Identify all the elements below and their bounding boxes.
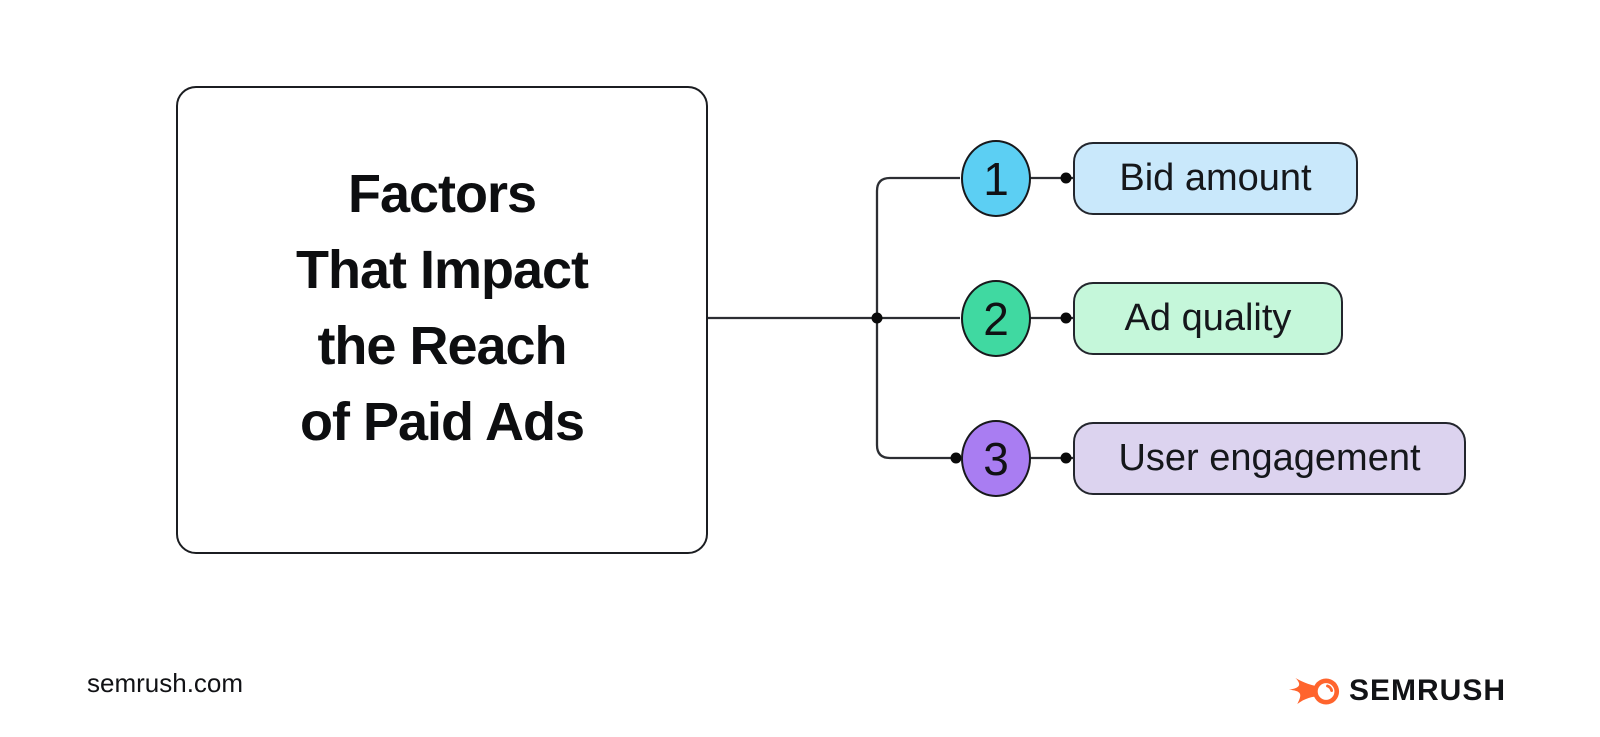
factor-label: User engagement xyxy=(1118,437,1421,479)
factor-label: Bid amount xyxy=(1119,157,1312,199)
diagram-title: Factors That Impact the Reach of Paid Ad… xyxy=(295,156,589,460)
junction-dot xyxy=(1060,312,1072,324)
title-line: Factors xyxy=(347,164,537,224)
semrush-flame-icon xyxy=(1288,677,1340,704)
title-line: of Paid Ads xyxy=(299,392,585,452)
step-circle-bid-amount: 1 xyxy=(961,140,1031,217)
junction-dot xyxy=(950,452,962,464)
step-circle-user-engagement: 3 xyxy=(961,420,1031,497)
flame-head-highlight xyxy=(1326,684,1334,692)
flame-tail-shape xyxy=(1288,677,1322,704)
site-url: semrush.com xyxy=(87,668,244,698)
factor-box-bid-amount: Bid amount xyxy=(1073,142,1358,215)
junction-dot xyxy=(1060,172,1072,184)
title-card: Factors That Impact the Reach of Paid Ad… xyxy=(176,86,708,554)
step-circle-ad-quality: 2 xyxy=(961,280,1031,357)
circle-to-box-connector-paths xyxy=(1030,176,1073,460)
title-line: the Reach xyxy=(317,316,567,376)
factor-box-ad-quality: Ad quality xyxy=(1073,282,1343,355)
junction-dot xyxy=(1060,452,1072,464)
factor-label: Ad quality xyxy=(1124,297,1292,339)
semrush-logo: SEMRUSH xyxy=(1288,674,1506,708)
step-number: 3 xyxy=(983,432,1009,485)
semrush-wordmark: SEMRUSH xyxy=(1349,674,1507,707)
step-number: 1 xyxy=(983,152,1009,205)
title-line: That Impact xyxy=(295,240,589,300)
trunk-connector-path xyxy=(875,176,960,460)
step-number: 2 xyxy=(983,292,1009,345)
junction-dot xyxy=(871,312,883,324)
factor-box-user-engagement: User engagement xyxy=(1073,422,1466,495)
